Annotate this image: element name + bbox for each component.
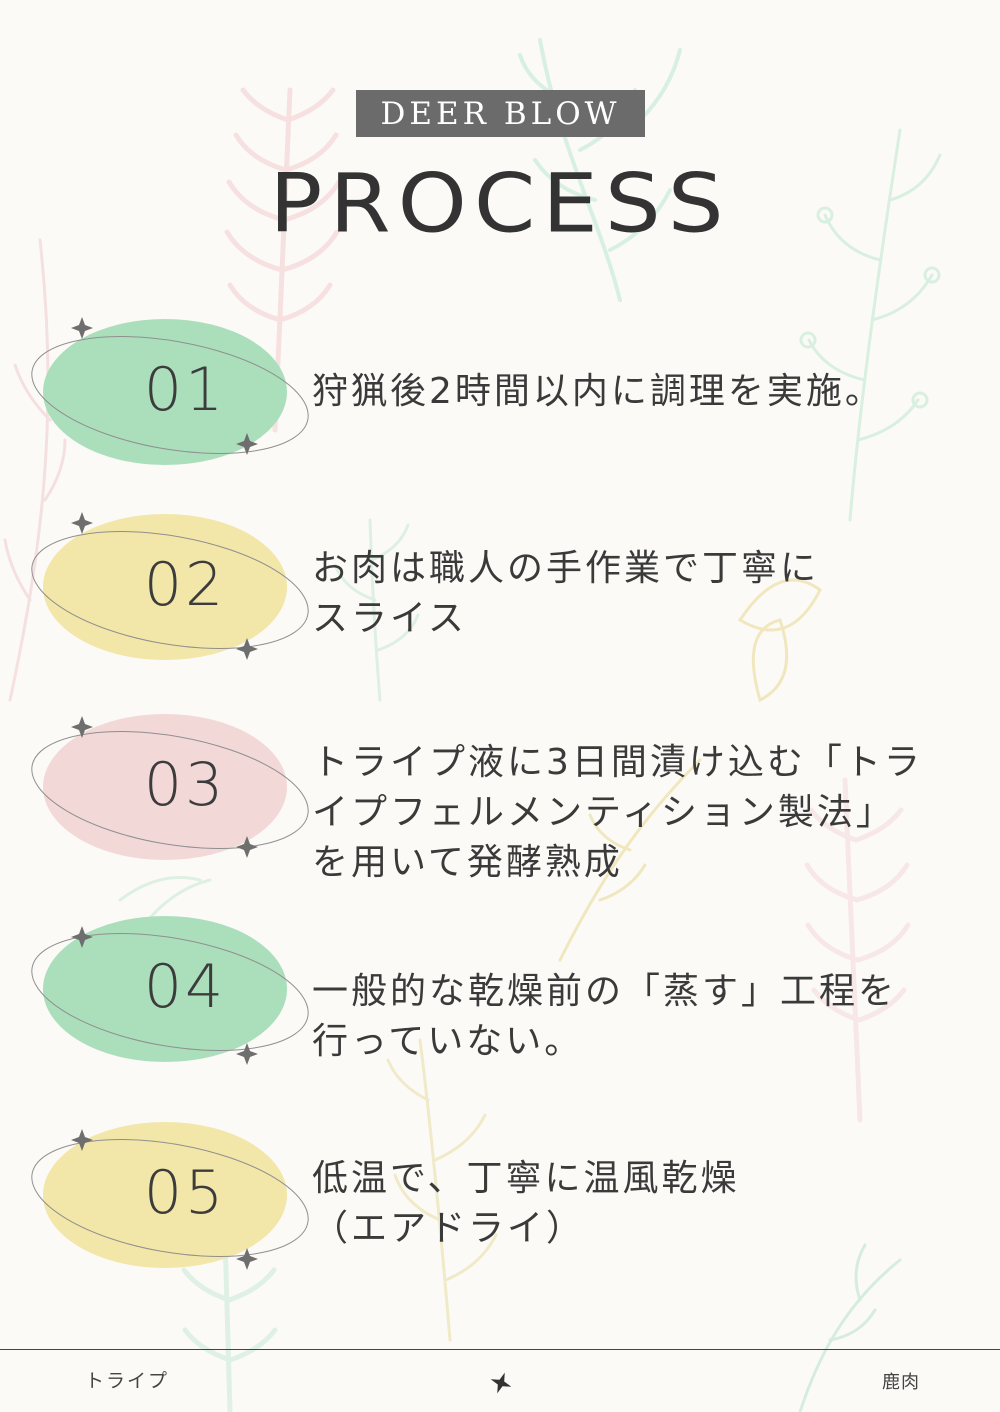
sparkle-icon xyxy=(71,716,93,738)
step-line: を用いて発酵熟成 xyxy=(312,842,623,883)
sparkle-icon xyxy=(236,433,258,455)
step-blob xyxy=(43,1122,287,1268)
sparkle-icon xyxy=(236,1043,258,1065)
twig-decoration xyxy=(3,238,67,702)
step-line: （エアドライ） xyxy=(312,1208,586,1249)
step-description: 低温で、丁寧に温風乾燥 （エアドライ） xyxy=(312,1154,992,1254)
fern-decoration xyxy=(804,777,911,1123)
step-description: トライプ液に3日間漬け込む「トラ イプフェルメンティション製法」 を用いて発酵熟… xyxy=(312,738,992,888)
process-step: 01 狩猟後2時間以内に調理を実施。 xyxy=(0,315,1000,515)
step-description: 狩猟後2時間以内に調理を実施。 xyxy=(312,367,992,417)
step-badge: 01 xyxy=(20,315,320,485)
sparkle-icon xyxy=(236,836,258,858)
step-description: 一般的な乾燥前の「蒸す」工程を 行っていない。 xyxy=(312,967,992,1067)
brand-label: DEER BLOW xyxy=(356,90,645,137)
branch-decoration xyxy=(799,128,942,522)
step-badge: 03 xyxy=(20,710,320,880)
step-line: 低温で、丁寧に温風乾燥 xyxy=(312,1158,740,1199)
process-step: 02 お肉は職人の手作業で丁寧に スライス xyxy=(0,510,1000,710)
step-badge: 04 xyxy=(20,912,320,1082)
star-icon xyxy=(490,1372,512,1394)
sprig-decoration xyxy=(798,1243,902,1412)
step-line: スライス xyxy=(312,598,467,639)
step-number: 01 xyxy=(143,355,227,425)
step-line: 狩猟後2時間以内に調理を実施。 xyxy=(312,371,884,412)
sparkle-icon xyxy=(236,1248,258,1270)
step-line: お肉は職人の手作業で丁寧に xyxy=(312,548,820,589)
process-step: 03 トライプ液に3日間漬け込む「トラ イプフェルメンティション製法」 を用いて… xyxy=(0,710,1000,910)
step-line: 行っていない。 xyxy=(312,1021,584,1062)
step-orbit-ring xyxy=(31,731,309,849)
sparkle-icon xyxy=(236,638,258,660)
sparkle-icon xyxy=(71,926,93,948)
leaf-decoration xyxy=(558,578,822,962)
sparkle-icon xyxy=(71,1129,93,1151)
step-blob xyxy=(43,514,287,660)
step-orbit-ring xyxy=(31,531,309,649)
step-line: 一般的な乾燥前の「蒸す」工程を xyxy=(312,971,898,1012)
step-blob xyxy=(43,916,287,1062)
step-orbit-ring xyxy=(31,933,309,1051)
page-title: PROCESS xyxy=(269,156,731,251)
step-badge-shape xyxy=(31,916,309,1065)
footer-right-label: 鹿肉 xyxy=(882,1372,920,1393)
step-number: 03 xyxy=(143,750,227,820)
footer-divider xyxy=(0,1349,1000,1350)
step-number: 02 xyxy=(143,550,227,620)
process-step: 04 一般的な乾燥前の「蒸す」工程を 行っていない。 xyxy=(0,912,1000,1112)
process-step: 05 低温で、丁寧に温風乾燥 （エアドライ） xyxy=(0,1118,1000,1318)
step-badge-shape xyxy=(31,1122,309,1270)
sparkle-icon xyxy=(71,317,93,339)
step-line: トライプ液に3日間漬け込む「トラ xyxy=(312,742,923,783)
step-number: 04 xyxy=(143,952,227,1022)
step-description: お肉は職人の手作業で丁寧に スライス xyxy=(312,544,992,644)
step-blob xyxy=(43,714,287,860)
sparkle-icon xyxy=(71,512,93,534)
step-blob xyxy=(43,319,287,465)
footer-left-label: トライプ xyxy=(85,1370,170,1392)
step-badge-shape xyxy=(31,714,309,860)
step-badge-shape xyxy=(31,512,309,660)
step-badge: 05 xyxy=(20,1118,320,1288)
step-orbit-ring xyxy=(31,336,309,454)
step-orbit-ring xyxy=(31,1139,309,1257)
step-line: イプフェルメンティション製法」 xyxy=(312,792,895,833)
step-badge: 02 xyxy=(20,510,320,680)
branch-decoration xyxy=(386,1038,498,1342)
step-badge-shape xyxy=(31,317,309,465)
step-number: 05 xyxy=(143,1158,227,1228)
